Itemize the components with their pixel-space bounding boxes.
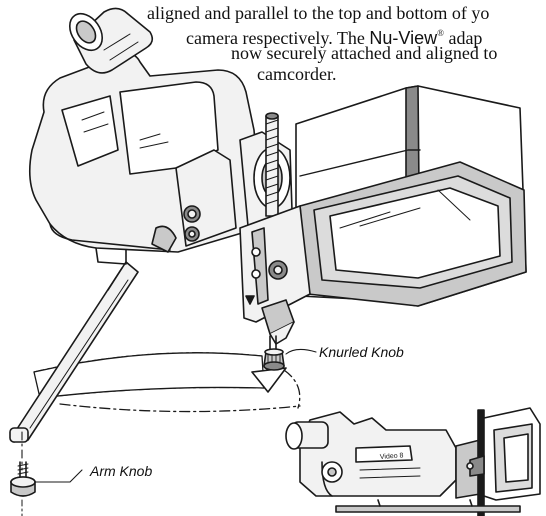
instruction-line-2-end: adap — [443, 28, 483, 48]
swing-arc-lower — [59, 403, 301, 413]
swing-arc-right — [283, 369, 301, 409]
brand-name: Nu-View — [369, 28, 438, 48]
arm-knob-label: Arm Knob — [90, 463, 153, 479]
knurled-knob-label: Knurled Knob — [319, 344, 404, 360]
knurled-knob-leader — [285, 348, 317, 355]
inset-camera-label: Video 8 — [380, 452, 404, 461]
threaded-rod — [265, 112, 279, 217]
instruction-line-2: camera respectively. The Nu-View® adap — [186, 23, 482, 48]
knurled-knob — [263, 335, 285, 371]
arm-knob — [10, 461, 36, 516]
instruction-line-4: camcorder. — [257, 64, 337, 84]
arm-knob-leader — [35, 469, 83, 483]
mounting-arm — [9, 261, 139, 471]
nu-view-adapter — [239, 85, 527, 345]
instruction-line-2-start: camera respectively. The — [186, 28, 370, 48]
instruction-text: aligned and parallel to the top and bott… — [0, 0, 546, 110]
instruction-line-1: aligned and parallel to the top and bott… — [147, 3, 490, 23]
inset-drawing — [285, 407, 541, 516]
registered-mark: ® — [437, 28, 444, 38]
instruction-line-3: now securely attached and aligned to — [231, 43, 498, 63]
